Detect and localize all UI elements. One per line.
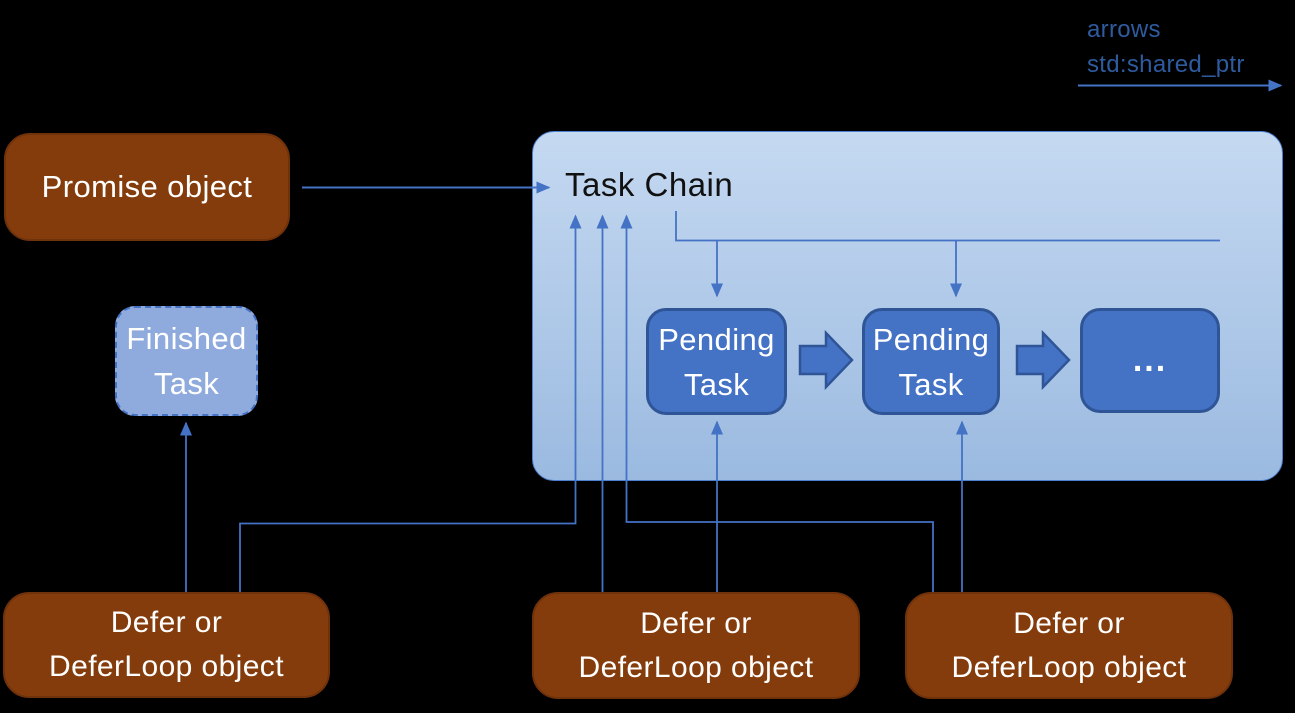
ellipsis-label: ... [1132,341,1168,379]
legend-line-2: std:shared_ptr [1087,51,1245,78]
pending-task-1-line-1: Pending [658,321,775,357]
connector-defer-left-to-task-chain [239,214,582,592]
promise-object-label: Promise object [41,169,253,204]
pending-task-2-node: Pending Task [862,308,1000,415]
promise-object-node: Promise object [4,133,290,241]
defer-middle-line-2: DeferLoop object [578,650,814,684]
defer-left-line-2: DeferLoop object [49,650,284,683]
defer-right-line-2: DeferLoop object [951,650,1187,684]
finished-task-line-2: Task [153,366,220,401]
defer-right-node: Defer or DeferLoop object [905,592,1233,699]
defer-left-node: Defer or DeferLoop object [3,592,330,698]
pending-task-2-line-1: Pending [872,321,990,357]
pending-task-1-node: Pending Task [646,308,787,415]
legend: arrows std:shared_ptr [1087,12,1245,82]
pending-task-1-line-2: Task [683,366,750,402]
ellipsis-task-node: ... [1080,308,1220,413]
defer-right-line-1: Defer or [1013,606,1125,640]
defer-middle-line-1: Defer or [640,606,752,640]
pending-task-2-line-2: Task [898,366,964,402]
task-chain-title: Task Chain [565,166,734,203]
legend-line-1: arrows [1087,16,1161,43]
defer-left-line-1: Defer or [110,606,223,639]
finished-task-line-1: Finished [126,321,247,356]
finished-task-node: Finished Task [115,306,258,416]
defer-middle-node: Defer or DeferLoop object [532,592,860,699]
